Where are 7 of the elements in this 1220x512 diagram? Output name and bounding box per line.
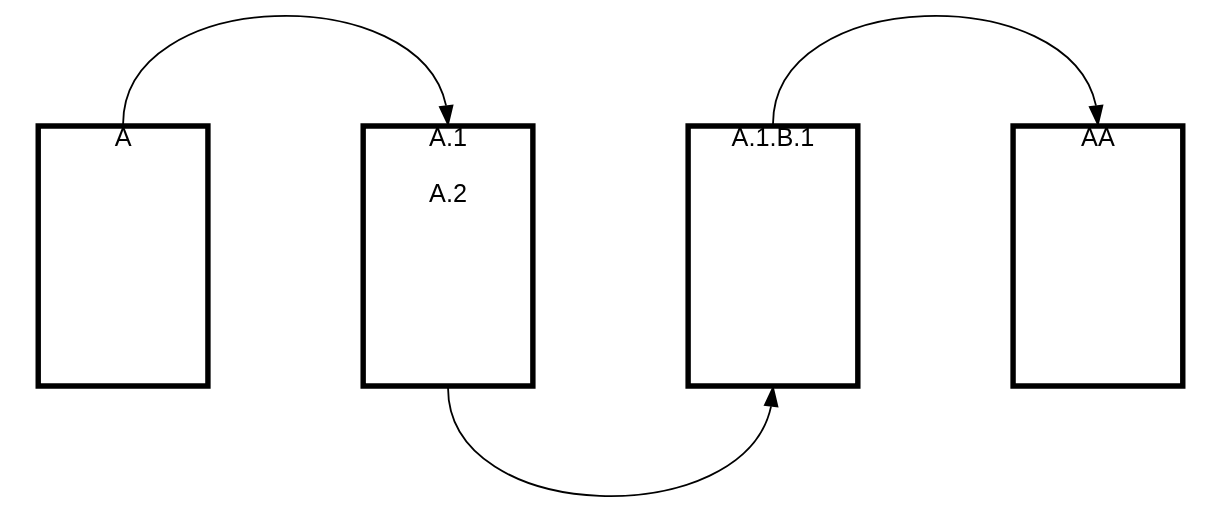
node-box: A [35, 123, 211, 389]
arrow [446, 385, 779, 497]
node-box: AA [1009, 123, 1185, 389]
arrow [771, 15, 1104, 127]
node-box: A.1.B.1 [684, 123, 861, 389]
node-box: A.1 A.2 [359, 123, 536, 389]
arrow [121, 15, 454, 127]
